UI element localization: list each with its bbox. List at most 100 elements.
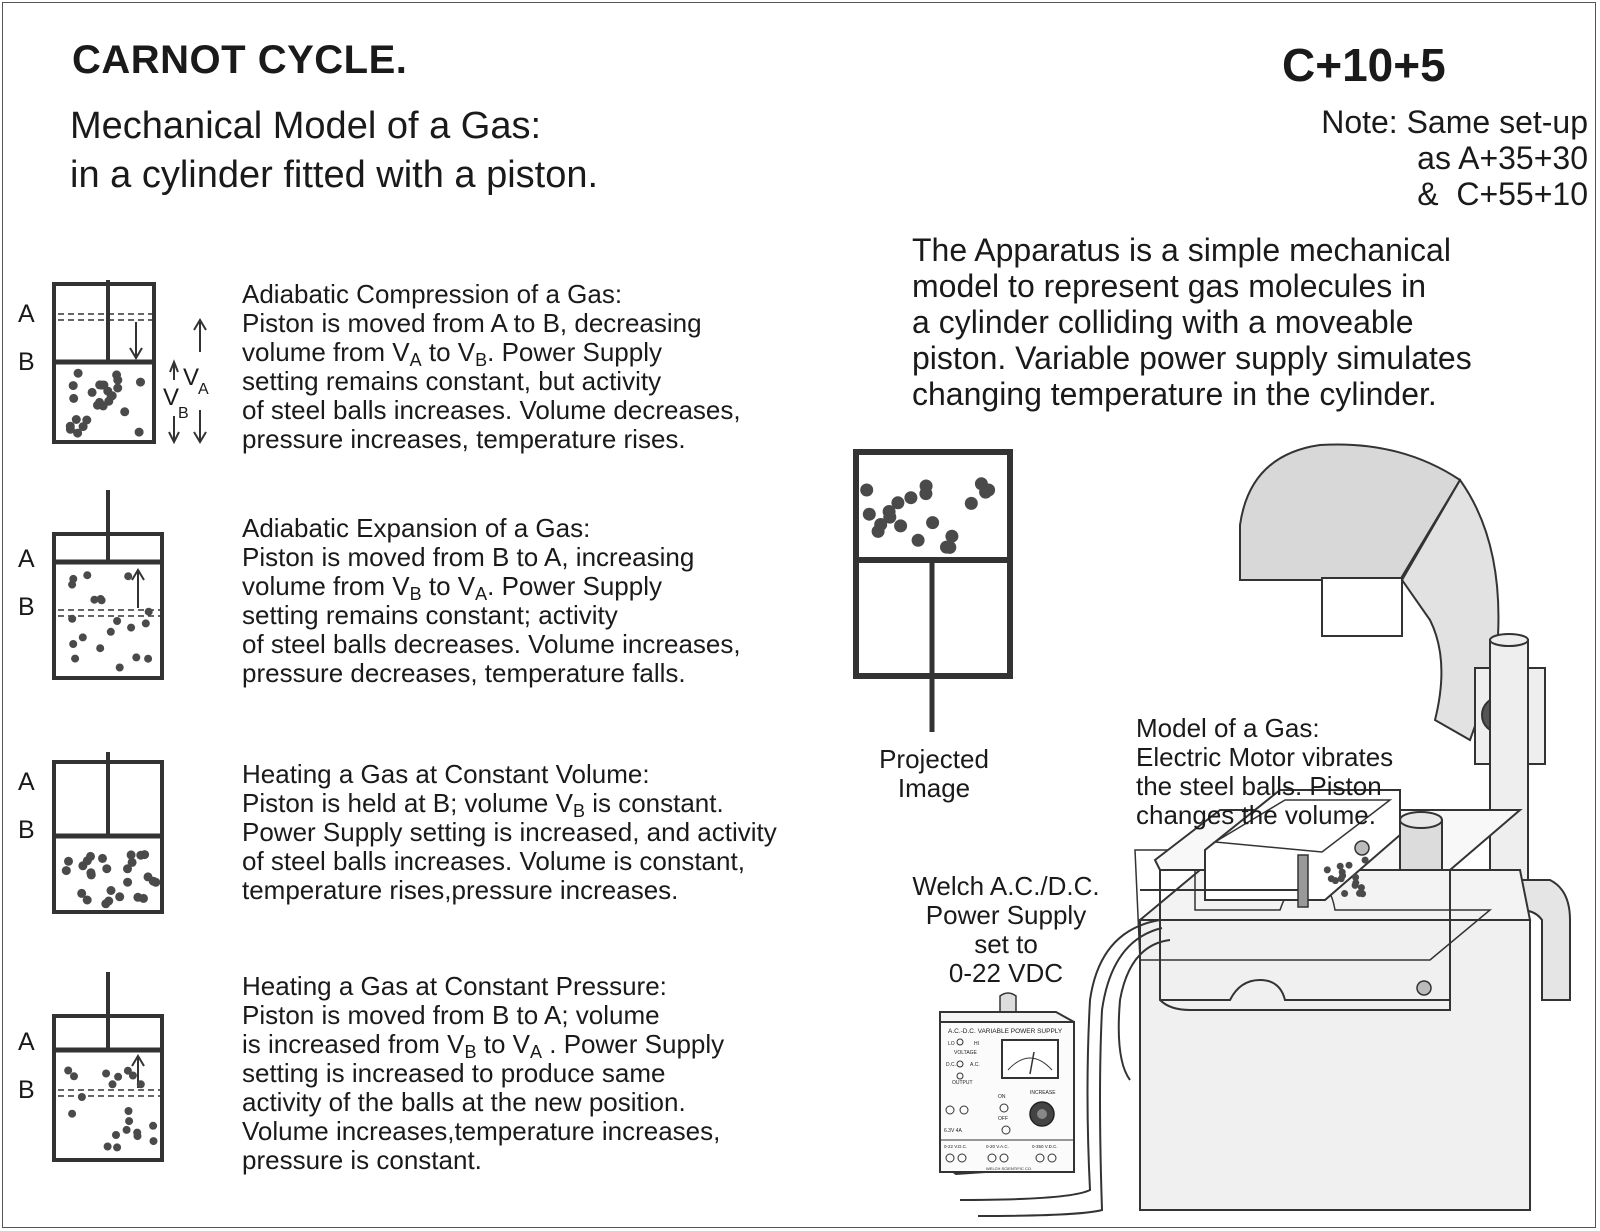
steel-ball [1339, 872, 1347, 880]
steel-ball [71, 654, 80, 663]
steel-ball [882, 505, 896, 518]
steel-ball [115, 892, 125, 902]
cylinder-compression-diagram: V A V B [52, 280, 209, 445]
steel-ball [894, 519, 908, 533]
steel-ball [144, 654, 153, 663]
apparatus-illustration [959, 443, 1571, 1217]
svg-text:A.C.-D.C. VARIABLE POWER SUPPL: A.C.-D.C. VARIABLE POWER SUPPLY [948, 1028, 1063, 1035]
steel-ball [73, 368, 83, 378]
adiabatic-expansion-text: Adiabatic Expansion of a Gas: Piston is … [242, 513, 741, 688]
steel-ball [78, 633, 87, 642]
steel-ball [127, 623, 136, 632]
steel-ball [71, 415, 81, 424]
svg-text:VOLTAGE: VOLTAGE [954, 1050, 978, 1056]
steel-ball [127, 857, 137, 867]
steel-ball [69, 393, 79, 403]
svg-text:ON: ON [998, 1094, 1006, 1100]
vb-label: V [163, 384, 179, 411]
steel-ball [1356, 889, 1363, 897]
steel-ball [64, 856, 73, 866]
terminal [1035, 1153, 1045, 1163]
terminal [999, 1153, 1009, 1163]
steel-ball [143, 872, 153, 882]
label-a: A [18, 300, 35, 328]
steel-balls [61, 850, 161, 909]
label-a: A [18, 545, 35, 573]
steel-ball [124, 1107, 133, 1115]
steel-ball [862, 507, 876, 521]
steel-ball [102, 1069, 111, 1078]
page-subtitle: Mechanical Model of a Gas: in a cylinder… [70, 102, 598, 200]
steel-ball [144, 607, 153, 616]
svg-text:B: B [178, 405, 189, 422]
steel-balls [1323, 856, 1369, 898]
power-supply-unit: A.C.-D.C. VARIABLE POWER SUPPLY LO HI VO… [939, 992, 1075, 1176]
steel-ball [69, 574, 78, 583]
steel-ball [113, 383, 123, 393]
steel-ball [919, 479, 933, 493]
projector-lens-box [1321, 577, 1403, 637]
constant-pressure-text: Heating a Gas at Constant Pressure: Pist… [242, 971, 725, 1175]
power-supply-caption: Welch A.C./D.C. Power Supply set to 0-22… [912, 871, 1100, 988]
terminal [1047, 1153, 1057, 1163]
steel-ball [113, 617, 122, 625]
steel-ball [115, 663, 124, 672]
steel-ball [1357, 884, 1365, 892]
subtitle-line: Mechanical Model of a Gas: [70, 105, 542, 147]
adiabatic-compression-text: Adiabatic Compression of a Gas: Piston i… [242, 279, 741, 454]
steel-balls [860, 477, 996, 554]
apparatus-line: piston. Variable power supply simulates [912, 340, 1472, 376]
meter-needle [1029, 1051, 1035, 1075]
svg-text:A.C.: A.C. [970, 1062, 980, 1068]
cylinder-constant-pressure-diagram [52, 972, 164, 1162]
steel-ball [78, 422, 88, 432]
steel-ball [102, 864, 112, 874]
steel-ball [69, 640, 78, 648]
va-label: V [183, 364, 199, 391]
svg-text:0-22 V.D.C.: 0-22 V.D.C. [944, 1144, 967, 1149]
steel-ball [904, 491, 918, 505]
steel-ball [149, 1121, 158, 1130]
svg-text:LO: LO [948, 1041, 955, 1047]
apparatus-line: changing temperature in the cylinder. [912, 376, 1437, 412]
steel-balls [68, 571, 153, 672]
steel-ball [107, 391, 117, 401]
setup-note: Note: Same set-up as A+35+30 & C+55+10 [1270, 104, 1588, 212]
page-title: CARNOT CYCLE. [72, 38, 408, 82]
cylinder-constant-volume-diagram [52, 752, 164, 914]
panel-heading: Heating a Gas at Constant Volume: [242, 759, 650, 789]
steel-ball [64, 1066, 73, 1075]
steel-balls [64, 1066, 158, 1152]
cylinder-expansion-diagram [52, 490, 164, 680]
steel-ball [943, 540, 957, 554]
steel-ball [114, 1072, 123, 1081]
steel-ball [860, 483, 874, 497]
steel-ball [70, 1072, 78, 1081]
steel-ball [149, 1137, 158, 1146]
projected-image-diagram [853, 449, 1013, 732]
cabinet-body [1139, 919, 1531, 1211]
steel-ball [123, 864, 132, 874]
svg-text:D.C.: D.C. [946, 1062, 956, 1068]
steel-ball [123, 1066, 132, 1075]
apparatus-line: The Apparatus is a simple mechanical [912, 232, 1451, 268]
steel-ball [926, 516, 940, 530]
steel-ball [133, 892, 143, 902]
label-b: B [18, 816, 35, 844]
steel-ball [1351, 881, 1359, 889]
steel-ball [108, 1080, 117, 1089]
svg-text:6.3V 4A: 6.3V 4A [944, 1128, 962, 1134]
apparatus-line: model to represent gas molecules in [912, 268, 1427, 304]
steel-ball [106, 886, 116, 895]
steel-ball [1327, 875, 1335, 883]
steel-ball [136, 377, 145, 387]
note-line: & C+55+10 [1417, 176, 1588, 212]
steel-ball [82, 415, 92, 425]
terminal [945, 1153, 955, 1163]
steel-ball [1345, 861, 1353, 869]
steel-ball [97, 380, 107, 390]
terminal [957, 1153, 967, 1163]
steel-ball [61, 866, 71, 876]
steel-ball [86, 851, 95, 861]
